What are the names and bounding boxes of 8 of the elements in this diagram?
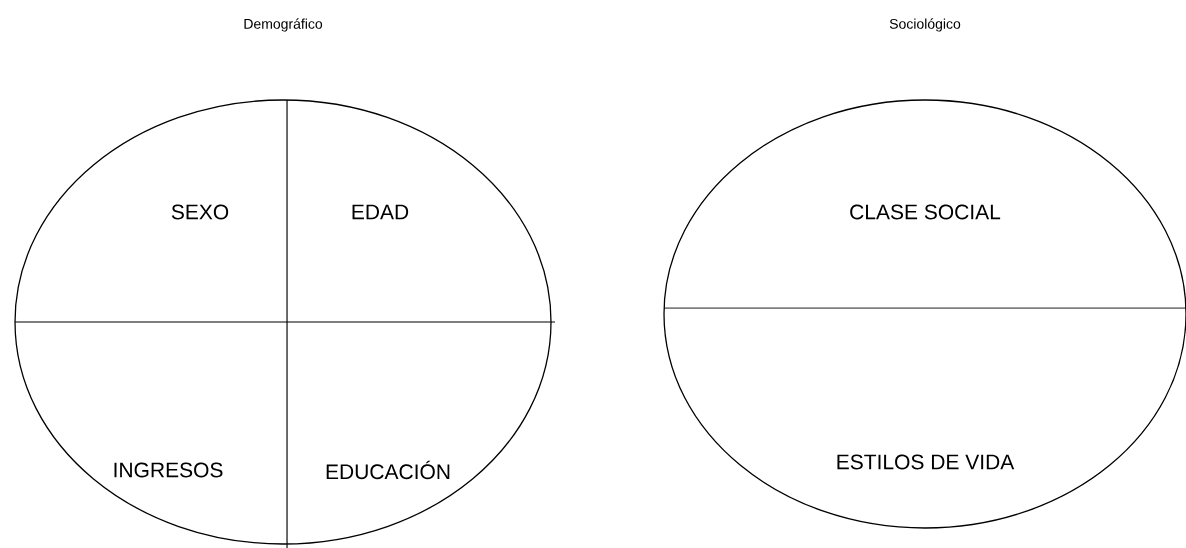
segment-label: SEXO (171, 204, 229, 220)
segment-label: ESTILOS DE VIDA (837, 454, 1015, 470)
heading: Sociológico (889, 18, 961, 32)
segment-label: EDUCACIÓN (326, 460, 450, 480)
segment-label: CLASE SOCIAL (850, 204, 1001, 220)
segment-label: EDAD (352, 204, 409, 220)
segment-label: INGRESOS (114, 462, 223, 478)
heading: Demográfico (244, 18, 323, 32)
